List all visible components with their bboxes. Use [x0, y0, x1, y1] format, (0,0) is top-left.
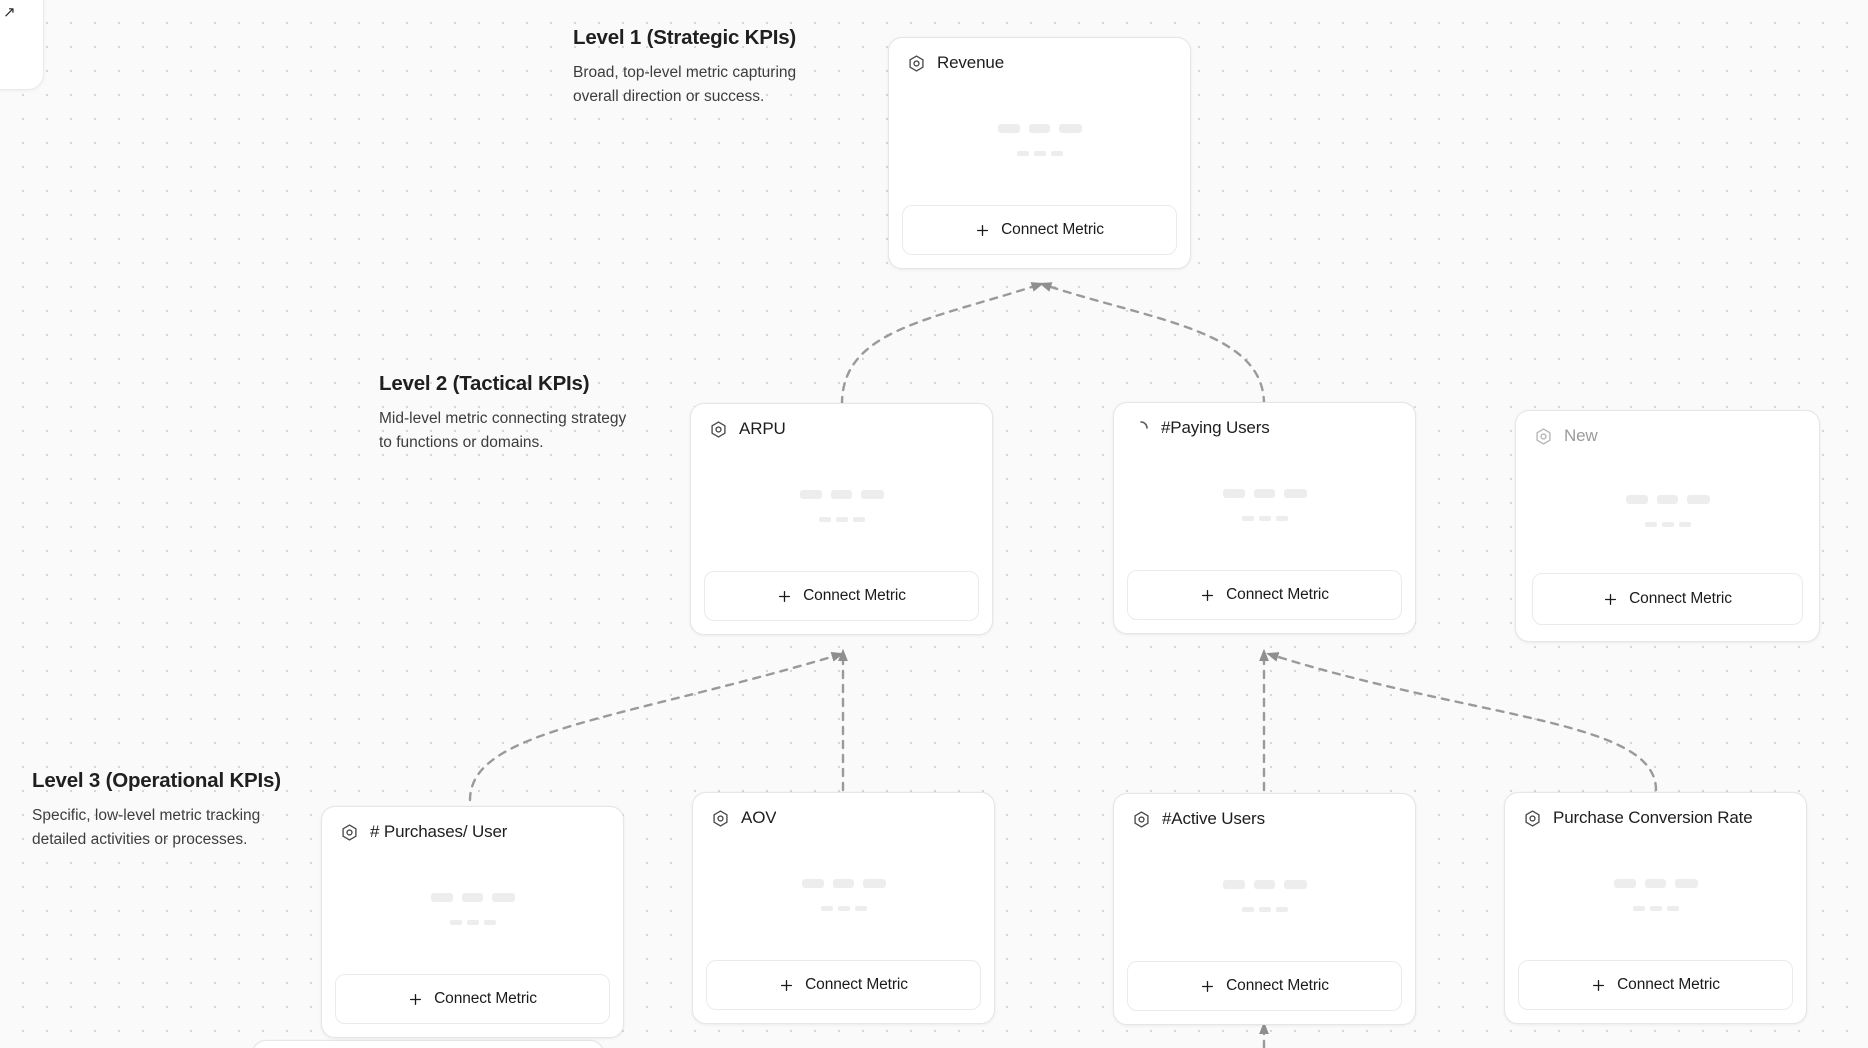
metric-card-aov[interactable]: AOV Connect Metric	[692, 792, 995, 1024]
connect-metric-button[interactable]: Connect Metric	[1532, 573, 1803, 625]
card-header: #Active Users	[1114, 794, 1415, 829]
skeleton-row-secondary	[1016, 151, 1063, 156]
card-header: #Paying Users	[1114, 403, 1415, 438]
hexagon-target-icon	[1536, 427, 1551, 445]
connect-metric-label: Connect Metric	[1226, 586, 1329, 603]
connect-metric-label: Connect Metric	[1629, 590, 1732, 607]
hexagon-target-icon	[342, 823, 357, 841]
level-2-title: Level 2 (Tactical KPIs)	[379, 372, 590, 395]
level-2-label: Level 2 (Tactical KPIs) Mid-level metric…	[379, 372, 629, 455]
connect-metric-button[interactable]: Connect Metric	[706, 960, 981, 1010]
connect-metric-label: Connect Metric	[803, 587, 906, 604]
card-title: # Purchases/ User	[370, 822, 508, 841]
metric-card-active-users[interactable]: #Active Users Connect Metric	[1113, 793, 1416, 1025]
plus-icon	[1202, 589, 1214, 601]
card-header: Purchase Conversion Rate	[1505, 793, 1806, 828]
card-header: AOV	[693, 793, 994, 828]
level-1-description: Broad, top-level metric capturing overal…	[573, 64, 797, 105]
connect-metric-label: Connect Metric	[434, 990, 537, 1007]
skeleton-row-secondary	[820, 906, 867, 911]
skeleton-row-primary	[430, 893, 515, 902]
hexagon-target-icon	[1525, 809, 1540, 827]
level-3-description: Specific, low-level metric tracking deta…	[32, 807, 261, 848]
card-title: ARPU	[739, 419, 786, 438]
card-skeleton-body	[1114, 829, 1415, 961]
connect-metric-button[interactable]: Connect Metric	[704, 571, 979, 621]
plus-icon	[1202, 980, 1214, 992]
card-header: ARPU	[691, 404, 992, 439]
cursor-arrow-icon: ↗	[3, 4, 16, 21]
metric-card-paying-users[interactable]: #Paying Users Connect Metric	[1113, 402, 1416, 634]
level-1-label: Level 1 (Strategic KPIs) Broad, top-leve…	[573, 26, 823, 109]
connect-metric-button[interactable]: Connect Metric	[902, 205, 1177, 255]
hexagon-target-icon	[1134, 810, 1149, 828]
skeleton-row-secondary	[449, 920, 496, 925]
connect-metric-button[interactable]: Connect Metric	[1127, 961, 1402, 1011]
skeleton-row-secondary	[1644, 521, 1691, 527]
metric-card-arpu[interactable]: ARPU Connect Metric	[690, 403, 993, 635]
plus-icon	[977, 224, 989, 236]
skeleton-row-primary	[1613, 879, 1698, 888]
card-skeleton-body	[1516, 446, 1819, 573]
card-skeleton-body	[693, 828, 994, 960]
level-2-description: Mid-level metric connecting strategy to …	[379, 410, 627, 451]
plus-icon	[781, 979, 793, 991]
plus-icon	[779, 590, 791, 602]
metric-card-purchases-per-user[interactable]: # Purchases/ User Connect Metric	[321, 806, 624, 1038]
connect-metric-label: Connect Metric	[1001, 221, 1104, 238]
skeleton-row-secondary	[1241, 516, 1288, 521]
level-3-title: Level 3 (Operational KPIs)	[32, 769, 281, 792]
card-header: Revenue	[889, 38, 1190, 73]
metric-card-new[interactable]: New Connect Metric	[1515, 410, 1820, 642]
level-3-label: Level 3 (Operational KPIs) Specific, low…	[32, 769, 282, 852]
card-skeleton-body	[691, 439, 992, 571]
connect-metric-button[interactable]: Connect Metric	[1127, 570, 1402, 620]
hexagon-target-icon	[909, 54, 924, 72]
card-title: #Paying Users	[1161, 418, 1270, 437]
hexagon-target-icon	[711, 420, 726, 438]
connect-metric-button[interactable]: Connect Metric	[335, 974, 610, 1024]
card-title: New	[1564, 426, 1598, 445]
card-skeleton-body	[1505, 828, 1806, 960]
connect-metric-label: Connect Metric	[805, 976, 908, 993]
skeleton-row-primary	[1222, 880, 1307, 889]
metric-card-purchase-conversion-rate[interactable]: Purchase Conversion Rate Connect Metric	[1504, 792, 1807, 1024]
card-title: Revenue	[937, 53, 1004, 72]
plus-icon	[1593, 979, 1605, 991]
card-skeleton-body	[889, 73, 1190, 205]
skeleton-row-primary	[997, 124, 1082, 133]
card-title: AOV	[741, 808, 777, 827]
spinner-icon	[1140, 421, 1148, 429]
card-skeleton-body	[322, 842, 623, 974]
connect-metric-label: Connect Metric	[1617, 976, 1720, 993]
skeleton-row-primary	[1625, 494, 1710, 504]
hexagon-target-icon	[713, 809, 728, 827]
metric-card-revenue[interactable]: Revenue Connect Metric	[888, 37, 1191, 269]
metric-card-partial-bottom[interactable]	[252, 1040, 604, 1048]
skeleton-row-secondary	[1241, 907, 1288, 912]
skeleton-row-secondary	[1632, 906, 1679, 911]
plus-icon	[1605, 593, 1617, 605]
floating-toolbar-partial[interactable]: ↗	[0, 0, 44, 90]
skeleton-row-primary	[1222, 489, 1307, 498]
plus-icon	[410, 993, 422, 1005]
skeleton-row-secondary	[818, 517, 865, 522]
skeleton-row-primary	[799, 490, 884, 499]
connect-metric-button[interactable]: Connect Metric	[1518, 960, 1793, 1010]
level-1-title: Level 1 (Strategic KPIs)	[573, 26, 797, 49]
connect-metric-label: Connect Metric	[1226, 977, 1329, 994]
skeleton-row-primary	[801, 879, 886, 888]
card-title: #Active Users	[1162, 809, 1265, 828]
card-header: New	[1516, 411, 1819, 446]
card-skeleton-body	[1114, 438, 1415, 570]
card-header: # Purchases/ User	[322, 807, 623, 842]
card-title: Purchase Conversion Rate	[1553, 808, 1753, 827]
